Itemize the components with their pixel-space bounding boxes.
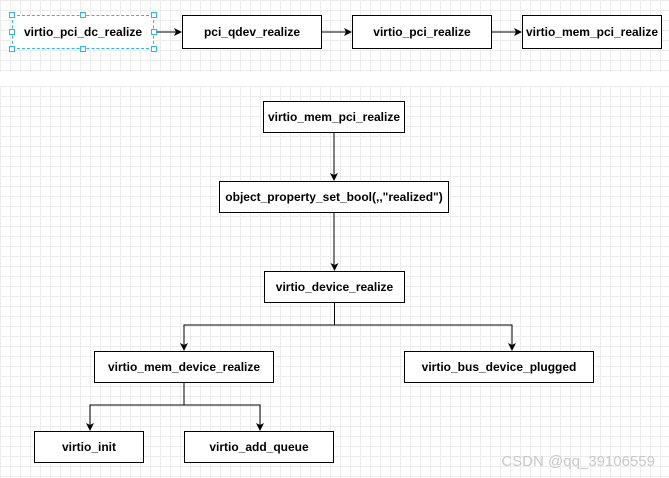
selection-handle[interactable]	[9, 46, 15, 52]
selection-handle[interactable]	[80, 46, 86, 52]
node-virtio-pci-dc-realize[interactable]: virtio_pci_dc_realize	[12, 15, 154, 49]
edge-virtio_device_realize-to-virtio_mem_device_realize	[183, 303, 335, 345]
selection-handle[interactable]	[151, 46, 157, 52]
arrow-head	[330, 173, 338, 181]
node-virtio-mem-device-realize[interactable]: virtio_mem_device_realize	[94, 351, 274, 383]
arrow-head	[180, 343, 188, 351]
arrow-head	[344, 28, 352, 36]
selection-handle[interactable]	[80, 12, 86, 18]
edge-virtio_mem_device_realize-to-virtio_add_queue	[183, 383, 261, 425]
node-virtio-mem-pci-realize[interactable]: virtio_mem_pci_realize	[263, 101, 405, 133]
arrow-head	[86, 423, 94, 431]
arrow-head	[508, 343, 516, 351]
arrow-head	[256, 423, 264, 431]
edge-virtio_mem_device_realize-to-virtio_init	[89, 383, 185, 425]
node-virtio-device-realize[interactable]: virtio_device_realize	[264, 271, 405, 303]
node-virtio-init[interactable]: virtio_init	[34, 431, 144, 463]
edge-virtio_device_realize-to-virtio_bus_device_plugged	[334, 303, 513, 345]
selection-handle[interactable]	[151, 12, 157, 18]
node-virtio-pci-realize[interactable]: virtio_pci_realize	[352, 15, 492, 49]
selection-handle[interactable]	[9, 29, 15, 35]
arrow-head	[514, 28, 522, 36]
node-object-property-set-bool[interactable]: object_property_set_bool(,,"realized")	[219, 181, 449, 213]
watermark-text: CSDN @qq_39106559	[501, 453, 655, 470]
selection-handle[interactable]	[151, 29, 157, 35]
node-pci-qdev-realize[interactable]: pci_qdev_realize	[182, 15, 322, 49]
arrow-head	[330, 263, 339, 271]
node-virtio-mem-pci-realize-top[interactable]: virtio_mem_pci_realize	[522, 15, 662, 49]
arrow-head	[174, 28, 182, 36]
node-virtio-add-queue[interactable]: virtio_add_queue	[184, 431, 334, 463]
selection-handle[interactable]	[9, 12, 15, 18]
node-virtio-bus-device-plugged[interactable]: virtio_bus_device_plugged	[404, 351, 594, 383]
